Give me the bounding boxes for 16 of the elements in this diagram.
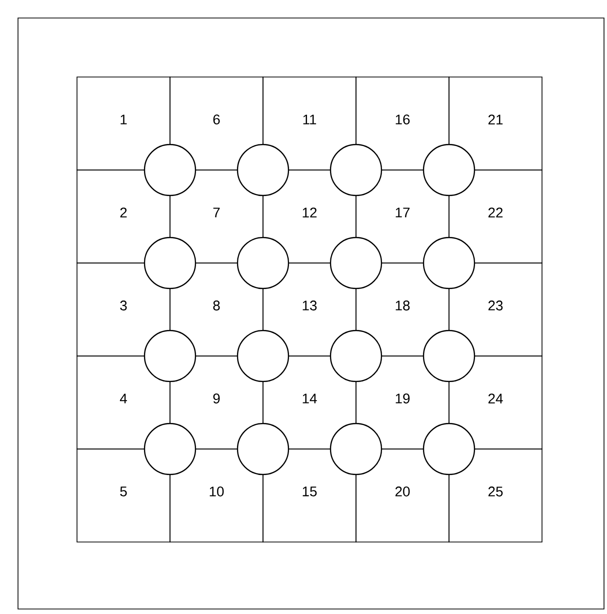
circle [330, 422, 382, 476]
circle [422, 422, 476, 476]
circle [144, 236, 196, 290]
circle [422, 236, 476, 290]
circle [236, 236, 290, 290]
circle [236, 422, 290, 476]
circle [330, 330, 382, 382]
circle [330, 236, 382, 290]
circle [236, 144, 290, 196]
circle [422, 330, 476, 382]
circle [144, 144, 196, 196]
circle [422, 144, 476, 196]
circle [144, 330, 196, 382]
circle [144, 422, 196, 476]
circle [330, 144, 382, 196]
circle [236, 330, 290, 382]
